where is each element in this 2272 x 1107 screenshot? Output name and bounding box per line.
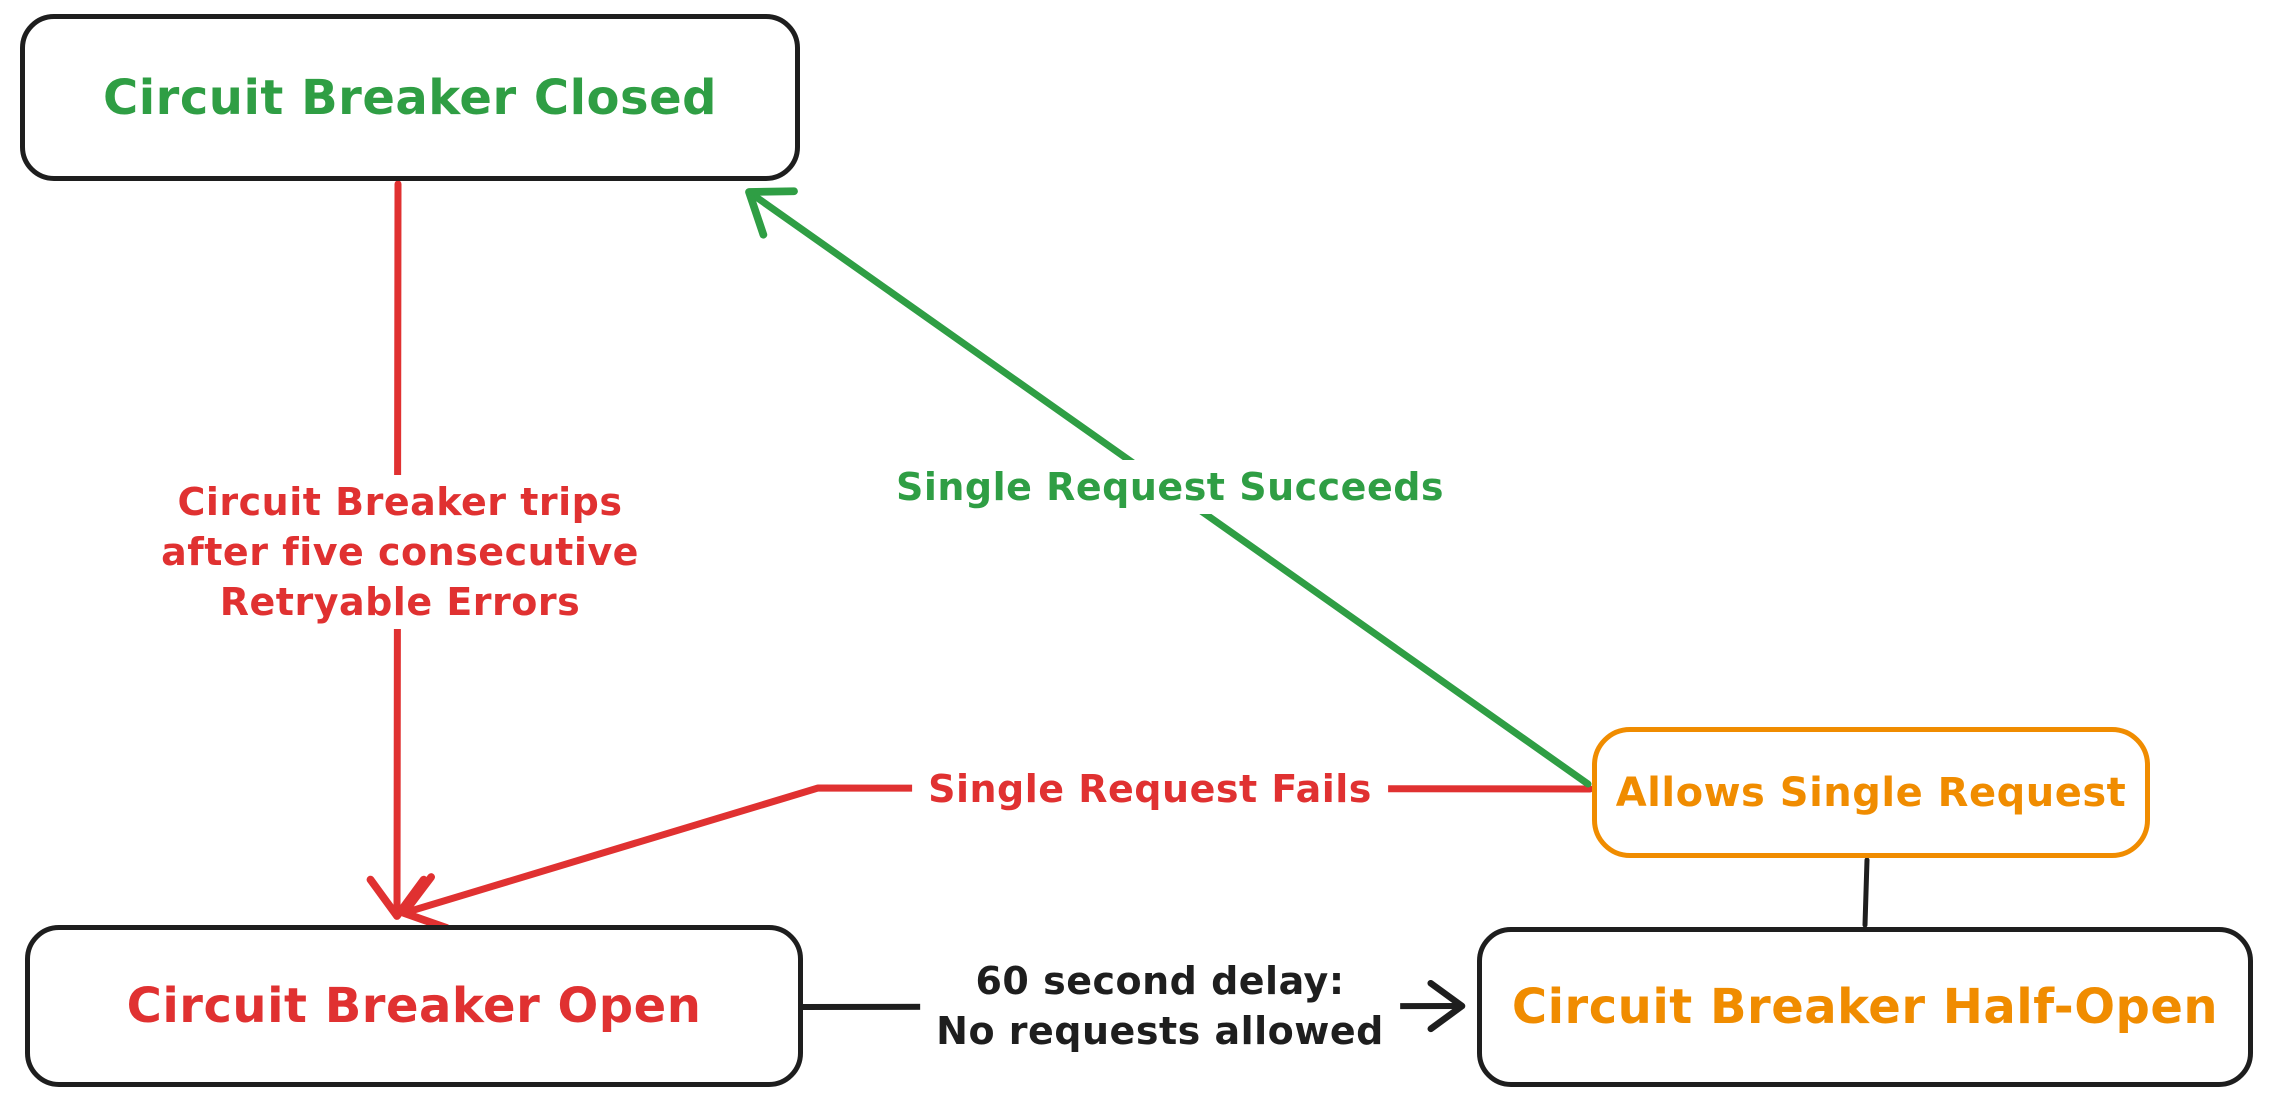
node-circuit-breaker-half-open: Circuit Breaker Half-Open <box>1477 927 2253 1087</box>
node-circuit-breaker-open: Circuit Breaker Open <box>25 925 803 1087</box>
node-circuit-breaker-closed-label: Circuit Breaker Closed <box>103 69 717 126</box>
edge-label-delay: 60 second delay: No requests allowed <box>920 954 1400 1058</box>
node-circuit-breaker-half-open-label: Circuit Breaker Half-Open <box>1511 979 2219 1035</box>
edge-label-trips-line1: Circuit Breaker trips <box>177 480 623 524</box>
node-circuit-breaker-closed: Circuit Breaker Closed <box>20 14 800 181</box>
edge-label-trips-line3: Retryable Errors <box>219 580 581 624</box>
edge-label-fails: Single Request Fails <box>912 762 1388 816</box>
edge-label-delay-line2: No requests allowed <box>936 1009 1384 1053</box>
edge-label-trips: Circuit Breaker trips after five consecu… <box>145 475 655 629</box>
node-allows-single-request: Allows Single Request <box>1592 727 2150 858</box>
edge-label-trips-line2: after five consecutive <box>161 530 639 574</box>
node-circuit-breaker-open-label: Circuit Breaker Open <box>126 978 702 1034</box>
node-allows-single-request-label: Allows Single Request <box>1615 769 2127 816</box>
edge-connector-line <box>1862 857 1870 928</box>
edge-label-delay-line1: 60 second delay: <box>975 959 1345 1003</box>
edge-label-succeeds: Single Request Succeeds <box>879 460 1461 514</box>
